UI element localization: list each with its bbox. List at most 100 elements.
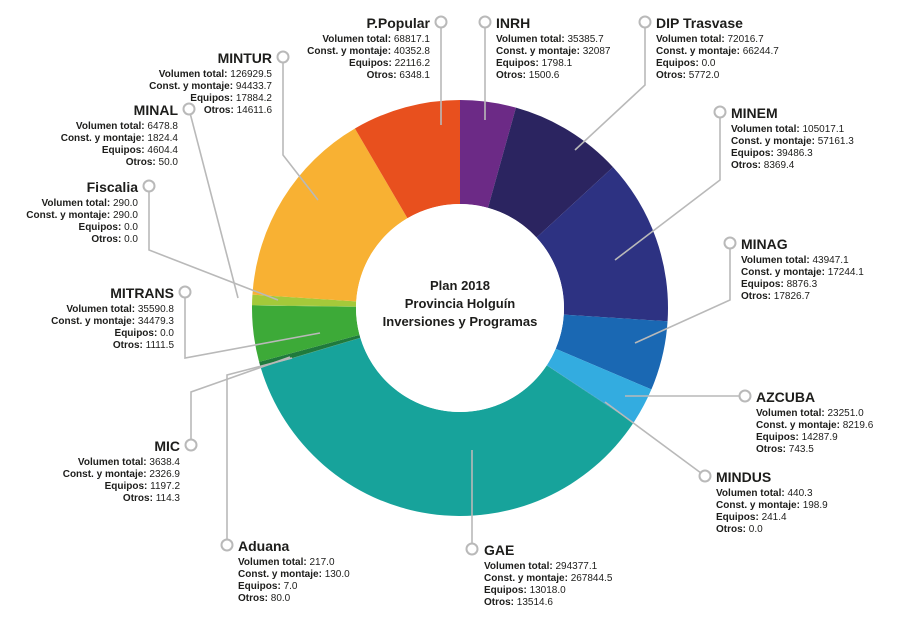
leader-dot-azcuba [738,389,752,403]
label-row-aduana-1: Const. y montaje: 130.0 [238,569,350,580]
label-title-minag: MINAG [741,236,788,252]
leader-mitrans [184,292,321,359]
leader-mindus [604,401,706,477]
label-row-dip-trasvase-0: Volumen total: 72016.7 [656,34,764,45]
label-row-minem-2: Equipos: 39486.3 [731,148,813,159]
slice-p-popular [354,100,460,219]
label-title-aduana: Aduana [238,538,290,554]
label-row-aduana-3: Otros: 80.0 [238,593,291,604]
label-row-azcuba-2: Equipos: 14287.9 [756,432,838,443]
label-row-mic-0: Volumen total: 3638.4 [78,457,181,468]
leader-dot-mindus [698,469,712,483]
label-row-mitrans-1: Const. y montaje: 34479.3 [51,316,174,327]
label-row-azcuba-0: Volumen total: 23251.0 [756,408,864,419]
label-row-azcuba-1: Const. y montaje: 8219.6 [756,420,874,431]
label-row-mintur-1: Const. y montaje: 94433.7 [149,81,272,92]
label-row-gae-0: Volumen total: 294377.1 [484,561,598,572]
label-row-dip-trasvase-1: Const. y montaje: 66244.7 [656,46,779,57]
label-row-fiscalia-2: Equipos: 0.0 [79,222,139,233]
label-row-mitrans-3: Otros: 1111.5 [113,340,175,351]
label-title-inrh: INRH [496,15,530,31]
label-row-mic-1: Const. y montaje: 2326.9 [63,469,181,480]
slice-minag [555,314,668,390]
label-row-minal-3: Otros: 50.0 [126,157,179,168]
label-row-inrh-1: Const. y montaje: 32087 [496,46,611,57]
label-title-mic: MIC [154,438,180,454]
slice-mindus [546,365,634,423]
label-row-mitrans-0: Volumen total: 35590.8 [66,304,174,315]
label-row-minag-0: Volumen total: 43947.1 [741,255,849,266]
label-row-mindus-2: Equipos: 241.4 [716,512,787,523]
label-row-minal-1: Const. y montaje: 1824.4 [61,133,179,144]
label-row-fiscalia-3: Otros: 0.0 [91,234,138,245]
donut-slices [252,100,668,516]
slice-inrh [460,100,516,208]
label-row-p-popular-0: Volumen total: 68817.1 [322,34,430,45]
label-row-mindus-0: Volumen total: 440.3 [716,488,813,499]
label-row-mindus-1: Const. y montaje: 198.9 [716,500,828,511]
label-row-p-popular-1: Const. y montaje: 40352.8 [307,46,430,57]
label-row-gae-1: Const. y montaje: 267844.5 [484,573,613,584]
center-title-line-1: Plan 2018 [430,278,490,293]
label-row-minag-2: Equipos: 8876.3 [741,279,818,290]
label-row-minem-0: Volumen total: 105017.1 [731,124,845,135]
leader-minem [614,112,721,261]
slice-gae [260,337,634,516]
leader-dot-fiscalia [142,179,156,193]
label-row-inrh-3: Otros: 1500.6 [496,70,560,81]
leader-dip-trasvase [574,22,646,151]
label-title-minal: MINAL [134,102,179,118]
leader-lines [148,22,745,549]
label-row-fiscalia-1: Const. y montaje: 290.0 [26,210,138,221]
label-row-minag-1: Const. y montaje: 17244.1 [741,267,864,278]
leader-dot-minal [182,102,196,116]
label-title-dip-trasvase: DIP Trasvase [656,15,743,31]
center-title-line-2: Provincia Holguín [405,296,516,311]
label-row-dip-trasvase-3: Otros: 5772.0 [656,70,720,81]
leader-dot-gae [465,542,479,556]
leader-dot-mintur [276,50,290,64]
label-row-minag-3: Otros: 17826.7 [741,291,810,302]
label-row-aduana-0: Volumen total: 217.0 [238,557,335,568]
label-row-mic-3: Otros: 114.3 [123,493,181,504]
label-title-azcuba: AZCUBA [756,389,815,405]
leader-dot-minem [713,105,727,119]
slice-azcuba [546,348,652,423]
slice-mintur [252,128,408,302]
label-row-fiscalia-0: Volumen total: 290.0 [41,198,138,209]
leader-dot-minag [723,236,737,250]
leader-minal [188,108,239,299]
slice-dip-trasvase [487,107,614,238]
label-row-p-popular-2: Equipos: 22116.2 [349,58,430,69]
label-row-gae-2: Equipos: 13018.0 [484,585,566,596]
leader-dot-inrh [478,15,492,29]
label-row-p-popular-3: Otros: 6348.1 [367,70,431,81]
label-title-fiscalia: Fiscalia [87,179,139,195]
label-row-dip-trasvase-2: Equipos: 0.0 [656,58,716,69]
leader-minag [634,243,731,344]
slice-minal [252,294,357,307]
label-title-gae: GAE [484,542,514,558]
leader-mintur [282,57,319,201]
slice-fiscalia [252,305,357,307]
slice-mitrans [252,305,360,362]
label-title-mitrans: MITRANS [110,285,174,301]
label-row-mintur-0: Volumen total: 126929.5 [159,69,273,80]
leader-dot-aduana [220,538,234,552]
label-row-mintur-3: Otros: 14611.6 [204,105,273,116]
label-title-p-popular: P.Popular [366,15,430,31]
leader-dot-p-popular [434,15,448,29]
